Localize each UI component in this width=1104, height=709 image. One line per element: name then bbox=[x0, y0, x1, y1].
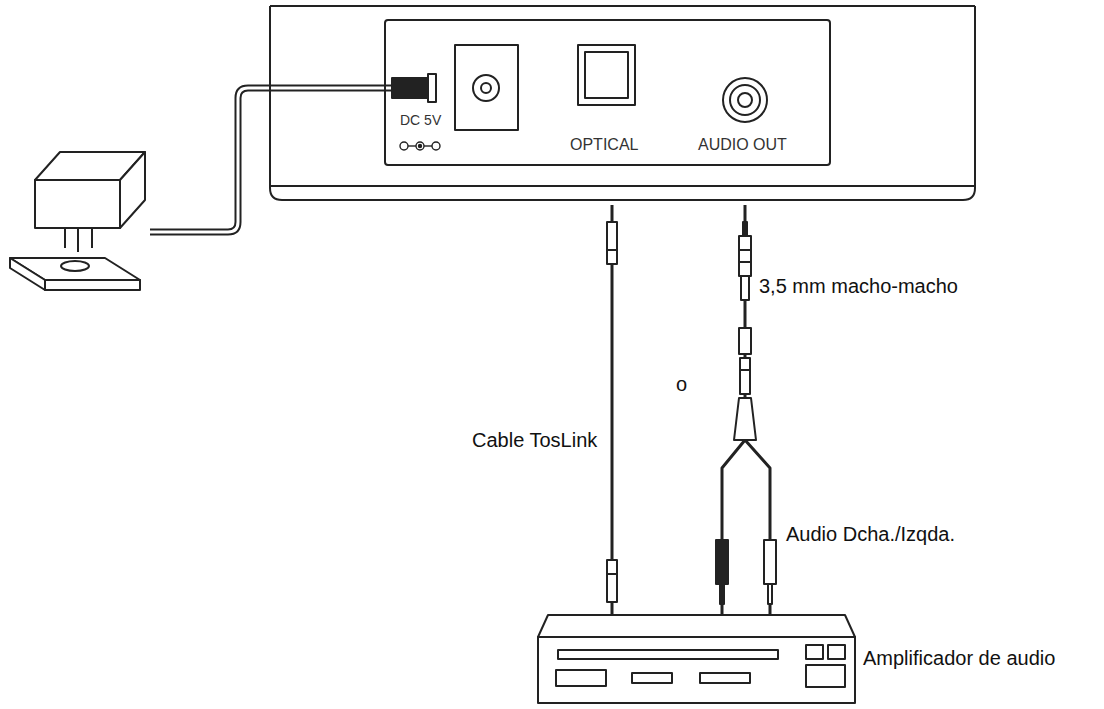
dc-plug bbox=[392, 78, 432, 98]
channel-label: Audio Dcha./Izqda. bbox=[784, 522, 957, 546]
cable-label: 3,5 mm macho-macho bbox=[757, 274, 960, 298]
rca-plug bbox=[716, 540, 776, 604]
rca-branch bbox=[745, 440, 770, 615]
port-label: OPTICAL bbox=[570, 136, 638, 154]
minijack-plug bbox=[734, 222, 756, 440]
device-housing bbox=[270, 6, 975, 200]
amplifier-body bbox=[538, 615, 855, 703]
device-label: Amplificador de audio bbox=[863, 647, 1055, 670]
power-adapter bbox=[10, 152, 145, 290]
toslink-cable bbox=[611, 205, 614, 615]
audio-jack bbox=[723, 78, 767, 122]
conjunction-text: o bbox=[674, 372, 689, 396]
power-port-label: DC 5V bbox=[400, 112, 441, 128]
coax-port bbox=[455, 45, 518, 130]
optical-port bbox=[578, 45, 635, 105]
audio-amplifier: Amplificador de audio bbox=[538, 615, 855, 705]
polarity-symbol bbox=[400, 142, 440, 150]
port-label: AUDIO OUT bbox=[698, 136, 787, 154]
media-device: DC 5V OPTICAL AUDIO OUT bbox=[270, 0, 975, 205]
cable-label: Cable TosLink bbox=[470, 428, 599, 452]
toslink-plug bbox=[607, 222, 617, 602]
